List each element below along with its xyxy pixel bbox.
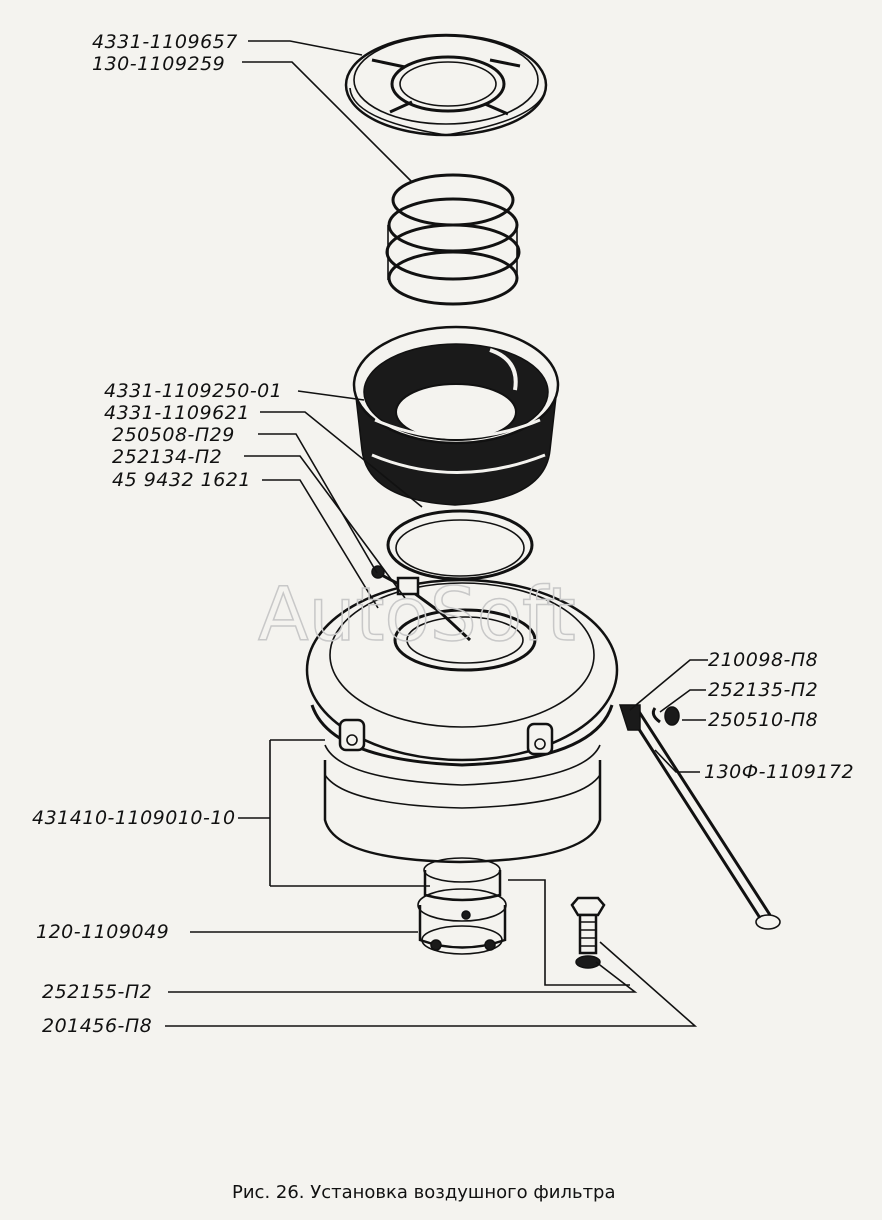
label-201456-p8: 201456-П8 [42,1015,152,1037]
figure-caption: Рис. 26. Установка воздушного фильтра [232,1182,616,1203]
part-labels: 4331-1109657 130-1109259 4331-1109250-01… [32,31,854,1037]
label-130f-1109172: 130Ф-1109172 [704,761,854,783]
label-130-1109259: 130-1109259 [92,53,225,75]
washer-part [575,955,601,969]
label-210098-p8: 210098-П8 [708,649,818,671]
rod-part [618,704,781,930]
housing-latch-left [338,718,366,752]
label-252134-p2: 252134-П2 [112,446,222,468]
label-252155-p2: 252155-П2 [42,981,152,1003]
label-4331-1109621: 4331-1109621 [104,402,250,424]
label-120-1109049: 120-1109049 [36,921,169,943]
leader-lines [165,40,708,1027]
label-4331-1109250-01: 4331-1109250-01 [104,380,282,402]
label-431410-1109010-10: 431410-1109010-10 [32,807,236,829]
spring-ring-part [385,173,521,306]
filter-housing-part [305,565,619,864]
seal-ring-part [386,509,534,581]
label-250510-p8: 250510-П8 [708,709,818,731]
housing-latch-right [526,722,554,756]
filter-element-part [352,325,560,506]
label-4331-1109657: 4331-1109657 [92,31,238,53]
dust-valve-part [417,857,507,955]
label-252135-p2: 252135-П2 [708,679,818,701]
label-45-9432-1621: 45 9432 1621 [112,469,251,491]
label-250508-p29: 250508-П29 [112,424,235,446]
bolt-part [570,896,606,955]
filter-cover-part [344,33,548,137]
watermark: AutoSoft [258,572,576,658]
